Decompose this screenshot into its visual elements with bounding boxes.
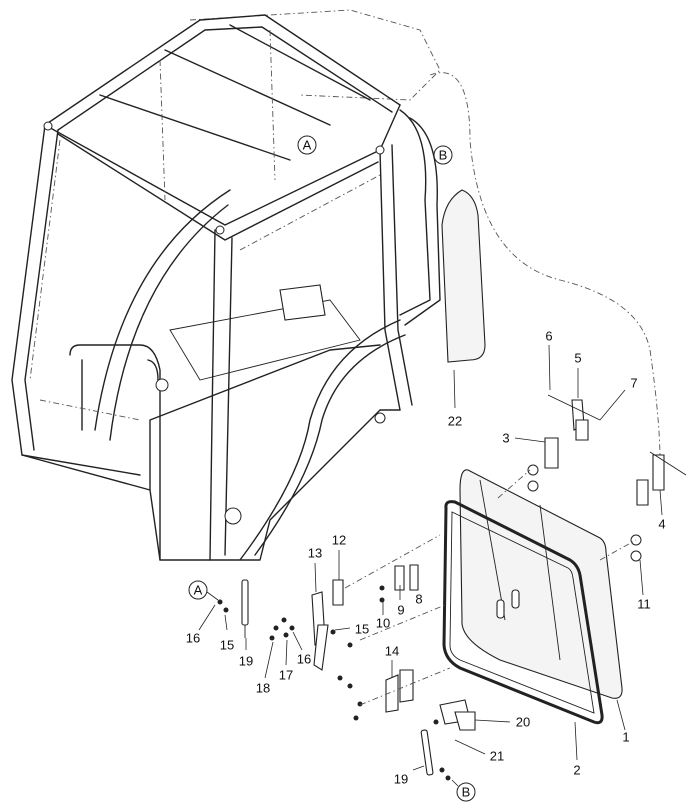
part-labels: 1 2 3 4 5 6 7 8 9 10 11 12 13 14 15 15 1…	[186, 329, 666, 787]
callout-a-bottom: A	[188, 580, 208, 600]
part-label-11: 11	[637, 597, 651, 612]
part-label-5: 5	[574, 351, 581, 366]
part-label-3: 3	[502, 431, 509, 446]
gas-strut	[241, 579, 249, 626]
part-label-14: 14	[385, 644, 399, 659]
callout-letter: A	[303, 138, 312, 153]
part-label-21: 21	[490, 749, 504, 764]
part-label-12: 12	[332, 533, 346, 548]
callout-letter: B	[439, 148, 448, 163]
part-label-13: 13	[308, 546, 322, 561]
part-label-8: 8	[415, 592, 422, 607]
reference-line	[429, 72, 661, 461]
upper-hinge	[544, 394, 687, 506]
cab-frame	[11, 9, 441, 561]
window-glass	[459, 469, 623, 699]
window-seal	[442, 500, 604, 725]
part-label-9: 9	[397, 603, 404, 618]
part-label-18: 18	[256, 681, 270, 696]
part-label-22: 22	[448, 414, 462, 429]
part-label-7: 7	[630, 376, 637, 391]
gas-strut	[420, 729, 434, 776]
part-label-17: 17	[279, 668, 293, 683]
latch-assembly	[311, 564, 476, 731]
part-label-10: 10	[376, 616, 390, 631]
callout-b-top: B	[433, 145, 453, 165]
callout-b-bottom: B	[456, 782, 476, 802]
part-label-4: 4	[658, 517, 665, 532]
mount-point-icon	[375, 145, 385, 155]
part-label-1: 1	[622, 730, 629, 745]
part-label-19: 19	[239, 654, 253, 669]
part-label-6: 6	[545, 329, 552, 344]
part-label-20: 20	[516, 715, 530, 730]
callout-letter: A	[194, 583, 203, 598]
part-label-16: 16	[186, 631, 200, 646]
part-label-19b: 19	[394, 772, 408, 787]
callout-letter: B	[462, 785, 471, 800]
fasteners	[217, 585, 451, 781]
callout-a-top: A	[297, 135, 317, 155]
mount-point-icon	[43, 121, 53, 131]
mount-point-icon	[215, 225, 225, 235]
part-label-2: 2	[573, 763, 580, 778]
rear-glass-panel	[441, 189, 486, 363]
part-label-16b: 16	[297, 652, 311, 667]
part-label-15: 15	[220, 638, 234, 653]
part-label-15b: 15	[355, 622, 369, 637]
